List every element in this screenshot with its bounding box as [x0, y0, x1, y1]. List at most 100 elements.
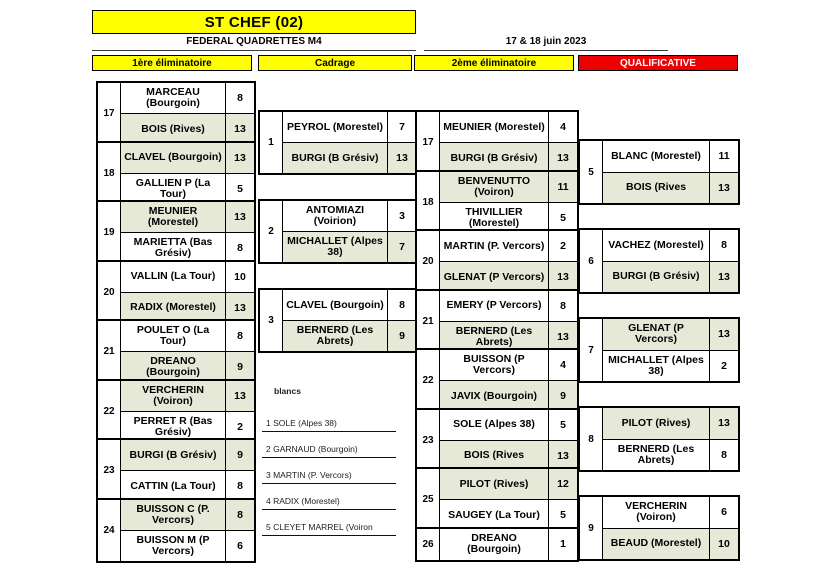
- team-row[interactable]: MARIETTA (Bas Grésiv)8: [121, 233, 254, 263]
- team-row[interactable]: CLAVEL (Bourgoin)8: [283, 290, 416, 321]
- team-row[interactable]: BUISSON C (P. Vercors) 8: [121, 499, 254, 531]
- team-row[interactable]: EMERY (P Vercors)8: [440, 290, 577, 322]
- team-row[interactable]: POULET O (La Tour)8: [121, 321, 254, 352]
- team-row[interactable]: VACHEZ (Morestel)8: [603, 230, 738, 262]
- team-row[interactable]: DREANO (Bourgoin)9: [121, 352, 254, 382]
- team-name: EMERY (P Vercors): [446, 299, 542, 311]
- match-number: 5: [580, 141, 603, 203]
- team-row[interactable]: BERNERD (Les Abrets)13: [440, 321, 577, 352]
- team-row[interactable]: SOLE (Alpes 38)5: [440, 409, 577, 441]
- team-row[interactable]: BURGI (B Grésiv)13: [603, 261, 738, 292]
- team-score: 13: [548, 321, 577, 352]
- team-row[interactable]: MICHALLET (Alpes 38)2: [603, 350, 738, 381]
- team-row[interactable]: PILOT (Rives)12: [440, 469, 577, 500]
- team-score: 8: [225, 499, 254, 530]
- team-row[interactable]: BURGI (B Grésiv)13: [440, 143, 577, 173]
- team-row[interactable]: BLANC (Morestel)11: [603, 141, 738, 173]
- team-score: 13: [709, 319, 738, 350]
- team-name: BOIS (Rives): [141, 122, 205, 135]
- team-row[interactable]: BEAUD (Morestel)10: [603, 528, 738, 559]
- team-name: BERNERD (Les Abrets): [296, 324, 374, 347]
- team-row[interactable]: MARTIN (P. Vercors)2: [440, 231, 577, 262]
- team-score: 11: [709, 141, 738, 172]
- team-name: PEYROL (Morestel): [286, 120, 384, 133]
- blancs-list: blancs 1 SOLE (Alpes 38)2 GARNAUD (Bourg…: [262, 386, 414, 536]
- phase-banner-cadrage[interactable]: Cadrage: [258, 55, 412, 71]
- team-row[interactable]: PILOT (Rives)13: [603, 408, 738, 440]
- team-row[interactable]: MARCEAU (Bourgoin)8: [121, 83, 254, 114]
- team-score: 7: [387, 112, 416, 142]
- event-date: 17 & 18 juin 2023: [505, 35, 587, 47]
- team-score: 5: [548, 500, 577, 530]
- team-score: 9: [548, 381, 577, 411]
- team-row[interactable]: ANTOMIAZI (Voirion)3: [283, 201, 416, 232]
- team-row[interactable]: SAUGEY (La Tour)5: [440, 500, 577, 530]
- team-row[interactable]: MEUNIER (Morestel)13: [121, 202, 254, 233]
- team-name: BOIS (Rives: [463, 449, 525, 461]
- team-row[interactable]: BOIS (Rives)13: [121, 114, 254, 144]
- team-row[interactable]: VERCHERIN (Voiron)6: [603, 497, 738, 529]
- team-row[interactable]: BURGI (B Grésiv)9: [121, 440, 254, 471]
- team-score: 8: [225, 321, 254, 351]
- team-row[interactable]: BERNERD (Les Abrets)8: [603, 439, 738, 470]
- team-name: BUISSON C (P. Vercors): [136, 502, 210, 526]
- team-row[interactable]: MEUNIER (Morestel)4: [440, 112, 577, 143]
- team-row[interactable]: BERNERD (Les Abrets)9: [283, 321, 416, 351]
- team-row[interactable]: PEYROL (Morestel)7: [283, 112, 416, 143]
- team-row[interactable]: MICHALLET (Alpes 38)7: [283, 232, 416, 262]
- team-row[interactable]: RADIX (Morestel)13: [121, 292, 254, 323]
- match-number: 26: [417, 528, 440, 560]
- team-row[interactable]: VALLIN (La Tour)10: [121, 261, 254, 293]
- team-row[interactable]: BENVENUTTO (Voiron)11: [440, 171, 577, 203]
- team-row[interactable]: CATTIN (La Tour)8: [121, 471, 254, 501]
- phase-banner-2eme-eliminatoire[interactable]: 2ème éliminatoire: [414, 55, 574, 71]
- team-row[interactable]: GLENAT (P Vercors)13: [440, 262, 577, 292]
- page-title: ST CHEF (02): [92, 10, 416, 34]
- team-row[interactable]: THIVILLIER (Morestel)5: [440, 202, 577, 233]
- team-row[interactable]: DREANO (Bourgoin)1: [440, 528, 577, 560]
- team-row[interactable]: VERCHERIN (Voiron)13: [121, 380, 254, 412]
- phase-banner-qualificative[interactable]: QUALIFICATIVE: [578, 55, 738, 71]
- team-row[interactable]: BUISSON (P Vercors)4: [440, 350, 577, 381]
- team-row[interactable]: JAVIX (Bourgoin)9: [440, 381, 577, 411]
- team-row[interactable]: BURGI (B Grésiv)13: [283, 143, 416, 173]
- match-number: 22: [98, 380, 121, 442]
- team-row[interactable]: PERRET R (Bas Grésiv)2: [121, 411, 254, 442]
- match-number: 20: [98, 261, 121, 323]
- team-row[interactable]: BUISSON M (P Vercors)6: [121, 530, 254, 561]
- phase-banner-1ere-eliminatoire[interactable]: 1ère éliminatoire: [92, 55, 252, 71]
- team-row[interactable]: GLENAT (P Vercors)13: [603, 319, 738, 351]
- team-row[interactable]: CLAVEL (Bourgoin)13: [121, 142, 254, 174]
- team-row[interactable]: GALLIEN P (La Tour)5: [121, 173, 254, 204]
